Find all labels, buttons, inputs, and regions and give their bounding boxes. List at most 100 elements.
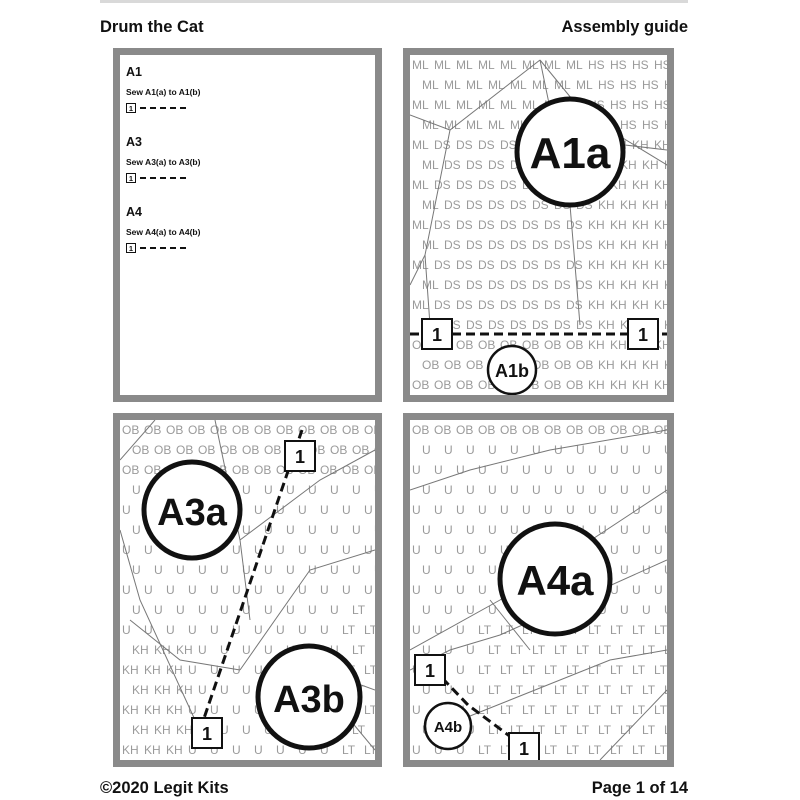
fabric-code: U	[654, 543, 663, 557]
fabric-code: OB	[544, 378, 561, 392]
fabric-code: U	[232, 663, 241, 677]
fabric-code: U	[642, 443, 651, 457]
fabric-code: KH	[620, 278, 637, 292]
fabric-code: KH	[176, 723, 193, 737]
seam-number: 1	[425, 661, 435, 681]
fabric-code: ML	[544, 58, 561, 72]
fabric-code: ML	[444, 78, 461, 92]
fabric-code: OB	[342, 423, 359, 437]
step-title: A4	[126, 205, 142, 219]
fabric-code: LT	[500, 663, 514, 677]
seam-number: 1	[519, 739, 529, 759]
fabric-code: U	[264, 643, 273, 657]
fabric-code: KH	[664, 318, 667, 332]
fabric-code: HS	[620, 78, 637, 92]
fabric-code: U	[510, 483, 519, 497]
fabric-code: LT	[342, 743, 356, 757]
fabric-code: U	[352, 483, 361, 497]
fabric-code: U	[466, 603, 475, 617]
dashed-seam-icon	[140, 247, 186, 249]
fabric-code: KH	[642, 358, 659, 372]
fabric-code: HS	[610, 58, 627, 72]
fabric-code: U	[598, 443, 607, 457]
fabric-code: U	[456, 463, 465, 477]
fabric-code: U	[276, 623, 285, 637]
fabric-code: KH	[598, 198, 615, 212]
fabric-code: U	[466, 683, 475, 697]
fabric-code: DS	[576, 278, 593, 292]
fabric-code: U	[588, 503, 597, 517]
fabric-code: LT	[488, 683, 502, 697]
fabric-code: LT	[566, 743, 580, 757]
fabric-code: U	[188, 583, 197, 597]
fabric-code: U	[522, 503, 531, 517]
fabric-code: U	[532, 443, 541, 457]
fabric-code: LT	[510, 683, 524, 697]
seam-legend: 1	[126, 243, 375, 253]
fabric-code: LT	[500, 703, 514, 717]
fabric-code: U	[488, 483, 497, 497]
fabric-code: OB	[188, 423, 205, 437]
fabric-code: KH	[588, 378, 605, 392]
piece-label: A4a	[516, 557, 594, 604]
fabric-code: DS	[456, 298, 473, 312]
fabric-code: U	[286, 523, 295, 537]
fabric-code: U	[444, 523, 453, 537]
fabric-code: U	[166, 583, 175, 597]
fabric-code: DS	[522, 258, 539, 272]
fabric-code: OB	[444, 358, 461, 372]
fabric-code: ML	[412, 298, 429, 312]
fabric-code: KH	[144, 743, 161, 757]
fabric-code: U	[220, 563, 229, 577]
fabric-code: U	[210, 743, 219, 757]
fabric-code: DS	[478, 218, 495, 232]
fabric-code: U	[544, 503, 553, 517]
fabric-code: ML	[478, 98, 495, 112]
fabric-code: DS	[478, 298, 495, 312]
fabric-code: KH	[610, 378, 627, 392]
fabric-code: U	[154, 603, 163, 617]
fabric-code: LT	[554, 683, 568, 697]
piece-label-a4b: A4b	[423, 701, 473, 751]
fabric-code: LT	[478, 623, 492, 637]
fabric-code: U	[422, 563, 431, 577]
fabric-code: U	[466, 483, 475, 497]
fabric-code: DS	[510, 198, 527, 212]
fabric-code: LT	[610, 623, 624, 637]
a1-diagram: MLMLMLMLMLMLMLMLHSHSHSHSMLMLMLMLMLMLMLML…	[410, 58, 667, 395]
fabric-code: U	[188, 663, 197, 677]
fabric-code: DS	[532, 198, 549, 212]
fabric-code: U	[488, 603, 497, 617]
fabric-code: OB	[264, 443, 281, 457]
fabric-code: DS	[544, 258, 561, 272]
fabric-code: U	[298, 623, 307, 637]
fabric-code: DS	[488, 278, 505, 292]
fabric-code: DS	[434, 258, 451, 272]
fabric-code: LT	[642, 723, 656, 737]
fabric-code: U	[198, 563, 207, 577]
fabric-code: OB	[154, 443, 171, 457]
fabric-code: DS	[532, 278, 549, 292]
fabric-code: LT	[598, 683, 612, 697]
fabric-code: DS	[488, 158, 505, 172]
fabric-code: ML	[412, 138, 429, 152]
fabric-code: LT	[632, 743, 646, 757]
fabric-code: U	[144, 623, 153, 637]
fabric-code: ML	[500, 98, 517, 112]
fabric-code: U	[642, 603, 651, 617]
fabric-code: KH	[166, 703, 183, 717]
fabric-code: DS	[544, 298, 561, 312]
fabric-code: U	[444, 603, 453, 617]
fabric-code: KH	[654, 298, 667, 312]
fabric-code: U	[188, 743, 197, 757]
fabric-code: U	[510, 523, 519, 537]
fabric-code: U	[642, 563, 651, 577]
fabric-code: U	[620, 603, 629, 617]
fabric-code: U	[122, 623, 131, 637]
fabric-code: ML	[500, 58, 517, 72]
seam-number-box: 1	[508, 732, 540, 760]
fabric-code: U	[444, 683, 453, 697]
fabric-code: OB	[566, 423, 583, 437]
seam-number: 1	[295, 447, 305, 467]
dashed-seam-icon	[140, 107, 186, 109]
